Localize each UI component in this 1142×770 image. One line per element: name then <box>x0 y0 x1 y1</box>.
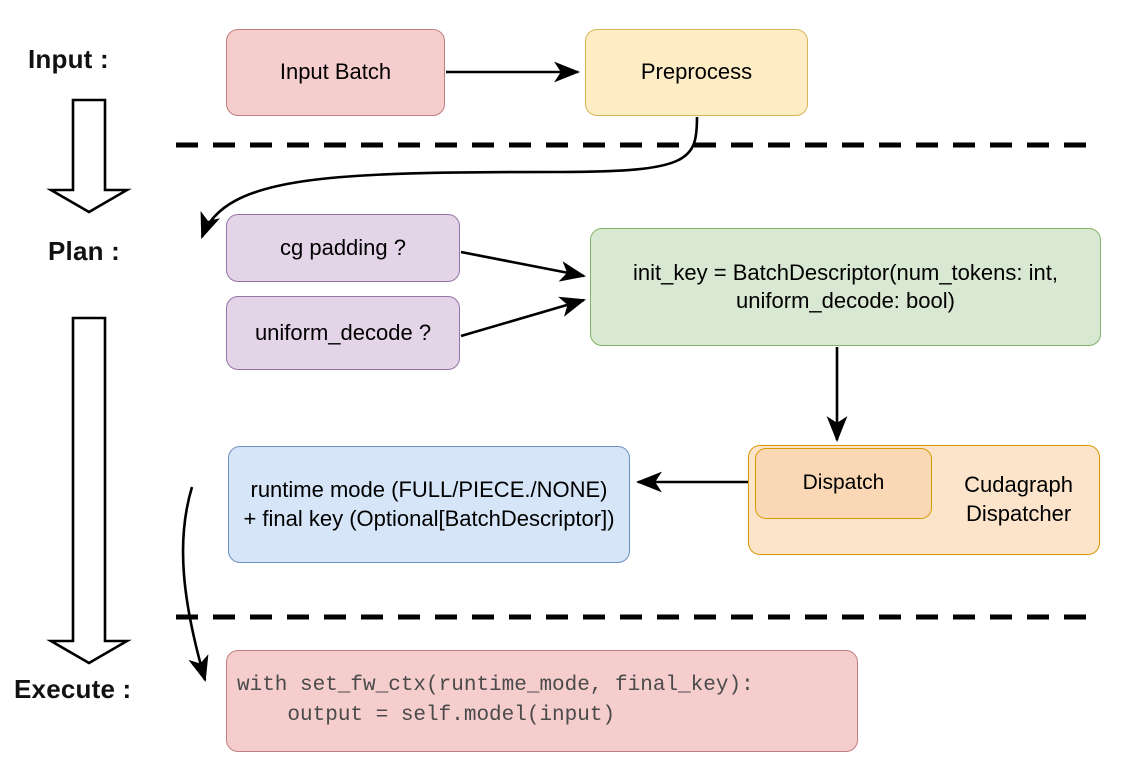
node-dispatch[interactable]: Dispatch <box>755 448 932 519</box>
stage-label-input: Input : <box>28 44 109 74</box>
node-input-batch-label: Input Batch <box>279 59 392 85</box>
node-preprocess-label: Preprocess <box>640 59 753 85</box>
edge-runtime-mode-to-code-block <box>181 486 209 682</box>
node-cudagraph-dispatcher-label: Cudagraph Dispatcher <box>964 471 1073 528</box>
node-runtime-mode[interactable]: runtime mode (FULL/PIECE./NONE) + final … <box>228 446 630 563</box>
node-dispatch-label: Dispatch <box>802 471 885 495</box>
node-cg-padding[interactable]: cg padding ? <box>226 214 460 282</box>
edge-uniform-decode-to-init-key <box>460 296 586 338</box>
input-to-plan-flow-arrow <box>46 98 132 214</box>
node-init-key-label: init_key = BatchDescriptor(num_tokens: i… <box>633 259 1058 315</box>
edge-cg-padding-to-init-key <box>460 250 587 282</box>
node-runtime-mode-label: runtime mode (FULL/PIECE./NONE) + final … <box>243 476 614 532</box>
node-uniform-decode[interactable]: uniform_decode ? <box>226 296 460 370</box>
node-init-key[interactable]: init_key = BatchDescriptor(num_tokens: i… <box>590 228 1101 346</box>
node-init-key-line1: init_key = BatchDescriptor(num_tokens: i… <box>633 259 1058 285</box>
node-code-block-line2: output = self.model(input) <box>237 704 616 727</box>
node-runtime-mode-line2: + final key (Optional[BatchDescriptor]) <box>243 505 615 531</box>
node-preprocess[interactable]: Preprocess <box>585 29 808 116</box>
node-cg-padding-label: cg padding ? <box>280 234 406 260</box>
node-runtime-mode-line1: runtime mode (FULL/PIECE./NONE) <box>250 477 608 503</box>
node-code-block[interactable]: with set_fw_ctx(runtime_mode, final_key)… <box>226 650 858 752</box>
node-code-block-text: with set_fw_ctx(runtime_mode, final_key)… <box>237 671 754 731</box>
node-uniform-decode-label: uniform_decode ? <box>254 319 432 345</box>
node-cudagraph-dispatcher-line1: Cudagraph <box>964 472 1073 498</box>
node-code-block-line1: with set_fw_ctx(runtime_mode, final_key)… <box>237 674 754 698</box>
stage-label-plan: Plan : <box>48 236 120 266</box>
stage-label-execute: Execute : <box>14 674 132 704</box>
node-cudagraph-dispatcher-line2: Dispatcher <box>965 501 1072 526</box>
node-init-key-line2: uniform_decode: bool) <box>736 288 955 313</box>
plan-to-execute-flow-arrow <box>46 316 132 665</box>
node-input-batch[interactable]: Input Batch <box>226 29 445 116</box>
